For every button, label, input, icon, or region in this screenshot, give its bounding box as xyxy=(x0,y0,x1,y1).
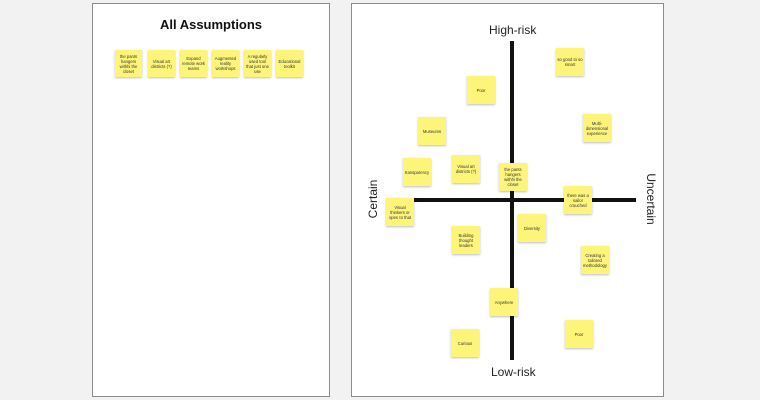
sticky-note[interactable]: Creating a tailored methodology xyxy=(581,246,609,274)
axis-label-high-risk: High-risk xyxy=(489,23,537,37)
sticky-note[interactable]: transparency xyxy=(403,158,431,186)
sticky-note[interactable]: Poor xyxy=(467,76,495,104)
axis-label-uncertain: Uncertain xyxy=(644,173,658,225)
sticky-note[interactable]: Poor xyxy=(565,320,593,348)
sticky-note[interactable]: the pants hangers withhi the closet xyxy=(499,163,527,191)
sticky-note[interactable]: the pants hangers withhi the closet xyxy=(115,50,142,77)
sticky-note[interactable]: there was a sailor crouched xyxy=(564,186,592,214)
sticky-note[interactable]: A regularly used tool that just one use xyxy=(244,50,271,77)
sticky-note[interactable]: Museums xyxy=(418,117,446,145)
sticky-note[interactable]: Visual art districts (?) xyxy=(148,50,175,77)
sticky-note[interactable]: Visual art districts (?) xyxy=(452,155,480,183)
sticky-note[interactable]: Anywhere xyxy=(490,288,518,316)
axis-label-low-risk: Low-risk xyxy=(491,365,536,379)
sticky-note[interactable]: Educational toolkit xyxy=(276,50,303,77)
horizontal-axis xyxy=(412,198,636,202)
sticky-note[interactable]: Augmented reality workshops xyxy=(212,50,239,77)
sticky-note[interactable]: Visual thinkers or open to that xyxy=(386,198,414,226)
sticky-note[interactable]: Multi-dimensional experience xyxy=(583,114,611,142)
sticky-note[interactable]: Curious xyxy=(451,329,479,357)
sticky-note[interactable]: Diversity xyxy=(518,214,546,242)
sticky-note[interactable]: so good to so smart xyxy=(556,48,584,76)
sticky-note[interactable]: Building thought leaders xyxy=(452,226,480,254)
risk-matrix-board: High-risk Low-risk Certain Uncertain Poo… xyxy=(351,3,664,397)
all-assumptions-board: All Assumptions the pants hangers withhi… xyxy=(92,3,330,397)
board-title: All Assumptions xyxy=(159,17,263,32)
axis-label-certain: Certain xyxy=(366,179,380,219)
sticky-note[interactable]: Expand remote work teams xyxy=(180,50,207,77)
